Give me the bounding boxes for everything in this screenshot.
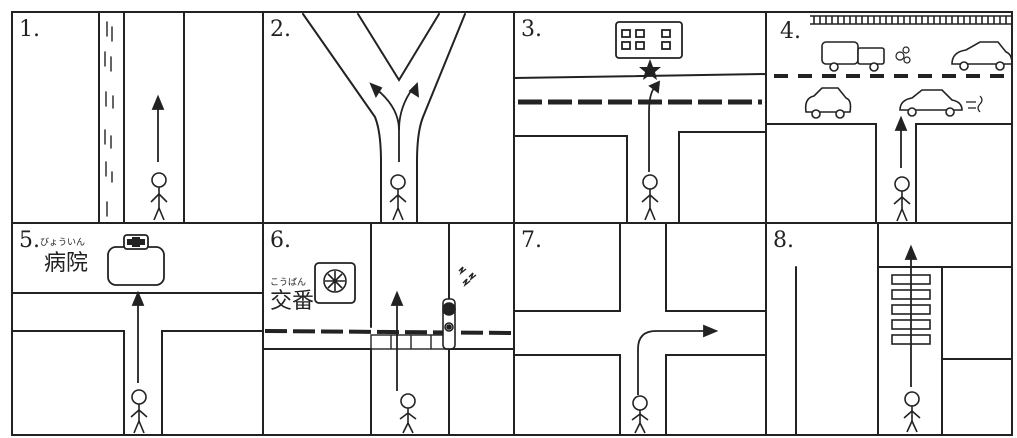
road-corner-top-right xyxy=(665,222,767,312)
traffic-light-icon xyxy=(442,298,456,350)
walking-person-icon xyxy=(150,172,168,221)
panel-8-drawing xyxy=(795,222,1013,436)
panel-3-drawing xyxy=(513,21,767,224)
panel-number: 1. xyxy=(19,17,40,42)
panel-number: 7. xyxy=(521,228,542,253)
fence-marks xyxy=(104,21,114,217)
car-icon xyxy=(951,41,1013,71)
exhaust-icon xyxy=(966,95,983,113)
panel-5: 5. びょういん 病院 xyxy=(11,223,264,436)
panel-number: 5. xyxy=(19,228,40,253)
panel-1: 1. xyxy=(12,11,263,224)
panel-8: 8. xyxy=(766,222,1013,436)
panel-2-drawing xyxy=(302,13,466,224)
panel-number: 4. xyxy=(780,19,801,44)
road-corner-top xyxy=(877,222,1013,268)
truck-icon xyxy=(821,41,885,72)
road-corner-right xyxy=(678,131,767,224)
panel-4-drawing xyxy=(765,15,1013,224)
road-corner-right xyxy=(915,123,1013,224)
walking-person-icon xyxy=(641,174,659,221)
hospital-furigana: びょういん xyxy=(40,238,86,248)
walking-person-icon xyxy=(893,176,911,222)
exhaust-icon xyxy=(895,46,911,64)
crosswalk-lines xyxy=(370,334,452,350)
road-corner-left xyxy=(262,348,372,436)
panel-1-drawing xyxy=(98,11,185,224)
panel-7: 7. xyxy=(513,222,767,436)
signal-sound-icon xyxy=(458,266,477,288)
arrow-straight-icon xyxy=(151,94,165,162)
panel-2: 2. xyxy=(263,12,514,224)
arrow-icon xyxy=(648,80,661,172)
road-corner-right xyxy=(448,348,515,436)
police-box-sign: 交番 xyxy=(270,289,315,314)
panel-7-drawing xyxy=(513,222,767,436)
walking-person-icon xyxy=(631,395,649,434)
panel-3: 3. xyxy=(513,12,767,224)
road-corner-left xyxy=(513,135,628,224)
panel-number: 3. xyxy=(521,17,542,42)
panel-6: 6. こうばん 交番 xyxy=(262,222,515,436)
y-fork-road xyxy=(302,13,466,224)
car-icon xyxy=(804,87,852,119)
police-emblem-icon xyxy=(323,269,347,293)
panel-number: 8. xyxy=(773,228,794,253)
walking-person-icon xyxy=(389,174,407,221)
panel-4: 4. xyxy=(765,12,1013,224)
panel-number: 2. xyxy=(270,17,291,42)
arrow-turn-right-icon xyxy=(637,324,719,395)
fork-arrows-icon xyxy=(369,81,420,162)
road-corner-left xyxy=(11,330,125,436)
arrow-straight-icon xyxy=(131,290,145,383)
hospital-sign: 病院 xyxy=(44,251,89,276)
building-icon xyxy=(615,21,683,59)
panel-6-drawing xyxy=(262,222,515,436)
road-corner-bottom-right xyxy=(941,358,1013,436)
road-corner-left xyxy=(765,123,877,224)
road-corner-right xyxy=(161,330,264,436)
arrow-straight-icon xyxy=(894,115,908,168)
walking-person-icon xyxy=(903,391,921,433)
panel-number: 6. xyxy=(270,228,291,253)
road-edge-top xyxy=(513,73,767,79)
railing-icon xyxy=(810,15,1012,25)
road-corner-bottom-left xyxy=(513,354,621,436)
crosswalk-dashes xyxy=(264,329,515,335)
arrow-straight-icon xyxy=(390,290,404,391)
car-icon xyxy=(899,89,963,117)
walking-person-icon xyxy=(399,393,417,434)
walking-person-icon xyxy=(130,389,148,434)
police-box-furigana: こうばん xyxy=(270,278,307,288)
road-corner-bottom-right xyxy=(665,354,767,436)
